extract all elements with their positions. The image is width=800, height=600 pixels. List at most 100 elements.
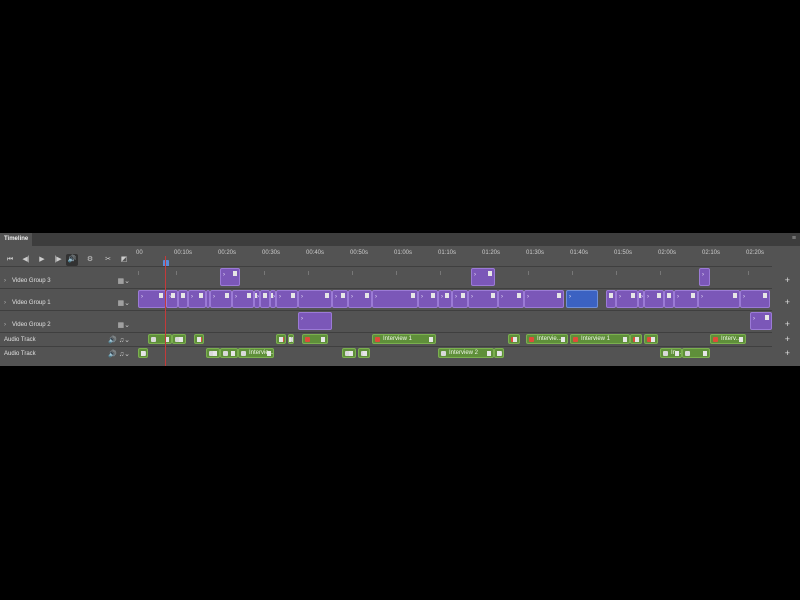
video-clip[interactable]: ›	[232, 290, 254, 308]
clip-end-handle-icon[interactable]	[255, 293, 257, 298]
clip-end-handle-icon[interactable]	[279, 337, 283, 342]
clip-end-handle-icon[interactable]	[263, 293, 267, 298]
video-clip[interactable]: ›	[220, 268, 240, 286]
video-clip[interactable]: ›	[606, 290, 616, 308]
audio-clip[interactable]	[302, 334, 328, 344]
video-clip[interactable]: ›	[210, 290, 232, 308]
video-clip[interactable]: ›	[206, 290, 210, 308]
audio-clip[interactable]	[682, 348, 710, 358]
audio-clip[interactable]: Interv...	[710, 334, 746, 344]
split-scissors-button[interactable]: ✂	[105, 256, 111, 263]
clip-end-handle-icon[interactable]	[431, 293, 435, 298]
audio-clip[interactable]	[630, 334, 642, 344]
clip-end-handle-icon[interactable]	[141, 351, 145, 356]
clip-transition-chevron-icon[interactable]: ›	[169, 294, 171, 300]
clip-transition-chevron-icon[interactable]: ›	[753, 316, 755, 322]
clip-transition-chevron-icon[interactable]: ›	[641, 294, 643, 300]
clip-end-handle-icon[interactable]	[703, 351, 707, 356]
clip-end-handle-icon[interactable]	[517, 293, 521, 298]
clip-transition-chevron-icon[interactable]: ›	[441, 294, 443, 300]
go-to-first-frame-button[interactable]: ⏮	[6, 256, 14, 263]
clip-transition-chevron-icon[interactable]: ›	[677, 294, 679, 300]
clip-end-handle-icon[interactable]	[667, 293, 671, 298]
audio-clip[interactable]: Interview 1	[570, 334, 630, 344]
audio-clip[interactable]: Intervie...	[526, 334, 568, 344]
clip-end-handle-icon[interactable]	[733, 293, 737, 298]
audio-clip[interactable]: Interview 2	[438, 348, 494, 358]
clip-end-handle-icon[interactable]	[179, 337, 183, 342]
clip-transition-chevron-icon[interactable]: ›	[647, 294, 649, 300]
clip-end-handle-icon[interactable]	[557, 293, 561, 298]
add-media-button[interactable]: +	[784, 275, 790, 285]
audio-clip[interactable]: In...	[660, 348, 682, 358]
clip-end-handle-icon[interactable]	[325, 293, 329, 298]
video-clip[interactable]: ›	[254, 290, 260, 308]
video-clip[interactable]: ›	[616, 290, 638, 308]
video-clip[interactable]: ›	[270, 290, 276, 308]
clip-transition-chevron-icon[interactable]: ›	[335, 294, 337, 300]
video-clip[interactable]: ›	[372, 290, 418, 308]
track-header-video-group-3[interactable]: ›Video Group 3▦⌄	[0, 266, 136, 288]
clip-end-handle-icon[interactable]	[225, 293, 229, 298]
add-media-button[interactable]: +	[784, 297, 790, 307]
track-header-video-group-2[interactable]: ›Video Group 2▦⌄	[0, 310, 136, 332]
clip-transition-chevron-icon[interactable]: ›	[223, 272, 225, 278]
tab-timeline[interactable]: Timeline	[0, 233, 32, 246]
audio-clip[interactable]	[220, 348, 238, 358]
clip-end-handle-icon[interactable]	[561, 337, 565, 342]
audio-volume-icon[interactable]: 🔊 ♫⌄	[108, 351, 130, 358]
clip-end-handle-icon[interactable]	[199, 293, 203, 298]
clip-transition-chevron-icon[interactable]: ›	[701, 294, 703, 300]
clip-end-handle-icon[interactable]	[181, 293, 185, 298]
clip-end-handle-icon[interactable]	[247, 293, 251, 298]
video-clip[interactable]: ›	[438, 290, 452, 308]
clip-transition-chevron-icon[interactable]: ›	[501, 294, 503, 300]
clip-end-handle-icon[interactable]	[231, 351, 235, 356]
audio-clip[interactable]	[508, 334, 520, 344]
clip-end-handle-icon[interactable]	[763, 293, 767, 298]
audio-clip[interactable]	[288, 334, 294, 344]
clip-transition-chevron-icon[interactable]: ›	[375, 294, 377, 300]
track-header-audio-track[interactable]: Audio Track🔊 ♫⌄	[0, 332, 136, 346]
video-clip[interactable]: ›	[260, 290, 270, 308]
clip-end-handle-icon[interactable]	[657, 293, 661, 298]
clip-end-handle-icon[interactable]	[739, 337, 743, 342]
film-strip-icon[interactable]: ▦⌄	[117, 300, 130, 307]
clip-transition-chevron-icon[interactable]: ›	[213, 294, 215, 300]
previous-frame-button[interactable]: ◀|	[22, 256, 30, 263]
clip-transition-chevron-icon[interactable]: ›	[474, 272, 476, 278]
clip-transition-chevron-icon[interactable]: ›	[569, 294, 571, 300]
clip-end-handle-icon[interactable]	[159, 293, 163, 298]
audio-clip[interactable]: Intervie...	[238, 348, 274, 358]
clip-end-handle-icon[interactable]	[171, 293, 175, 298]
video-clip[interactable]: ›	[498, 290, 524, 308]
video-clip[interactable]: ›	[566, 290, 598, 308]
audio-clip[interactable]	[358, 348, 370, 358]
add-media-button[interactable]: +	[784, 348, 790, 358]
add-media-button[interactable]: +	[784, 319, 790, 329]
mute-audio-button[interactable]: 🔊	[66, 254, 78, 266]
clip-end-handle-icon[interactable]	[267, 351, 271, 356]
playhead-handle[interactable]	[163, 260, 169, 267]
video-clip[interactable]: ›	[524, 290, 564, 308]
clip-end-handle-icon[interactable]	[609, 293, 613, 298]
clip-transition-chevron-icon[interactable]: ›	[702, 272, 704, 278]
track-lane[interactable]	[136, 266, 772, 289]
clip-end-handle-icon[interactable]	[497, 351, 501, 356]
clip-end-handle-icon[interactable]	[165, 337, 169, 342]
playhead-line[interactable]	[165, 256, 166, 366]
track-header-video-group-1[interactable]: ›Video Group 1▦⌄	[0, 288, 136, 310]
transition-button[interactable]: ◩	[120, 256, 128, 263]
track-lane[interactable]	[136, 332, 772, 347]
clip-end-handle-icon[interactable]	[289, 337, 291, 342]
clip-end-handle-icon[interactable]	[513, 337, 517, 342]
clip-end-handle-icon[interactable]	[363, 351, 367, 356]
video-clip[interactable]: ›	[188, 290, 206, 308]
clip-end-handle-icon[interactable]	[487, 351, 491, 356]
clip-end-handle-icon[interactable]	[631, 293, 635, 298]
film-strip-icon[interactable]: ▦⌄	[117, 322, 130, 329]
clip-transition-chevron-icon[interactable]: ›	[235, 294, 237, 300]
clip-transition-chevron-icon[interactable]: ›	[421, 294, 423, 300]
clip-end-handle-icon[interactable]	[429, 337, 433, 342]
